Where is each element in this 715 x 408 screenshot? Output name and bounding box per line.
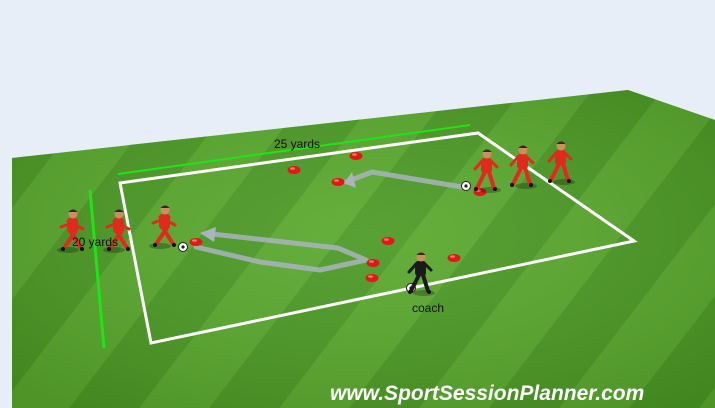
cone-icon bbox=[288, 166, 301, 174]
cone-icon bbox=[448, 254, 461, 262]
ball-icon bbox=[179, 243, 188, 252]
cone-icon bbox=[190, 238, 203, 246]
watermark: www.SportSessionPlanner.com bbox=[330, 382, 644, 405]
length-label: 20 yards bbox=[72, 235, 118, 249]
cone-icon bbox=[366, 274, 379, 282]
cone-icon bbox=[367, 259, 380, 267]
coach-label: coach bbox=[412, 301, 444, 315]
width-label: 25 yards bbox=[274, 137, 320, 151]
ball-icon bbox=[462, 182, 471, 191]
cone-icon bbox=[382, 237, 395, 245]
cone-icon bbox=[332, 178, 345, 186]
cone-icon bbox=[350, 152, 363, 160]
